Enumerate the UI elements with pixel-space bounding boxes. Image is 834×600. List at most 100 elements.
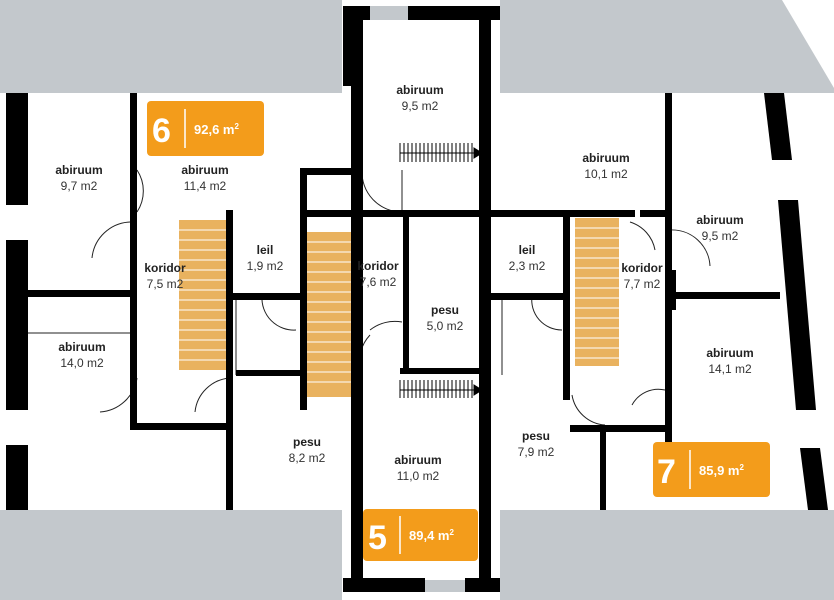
room-area: 14,0 m2 <box>60 356 104 370</box>
room-koridor-1: koridor 7,5 m2 <box>144 261 186 291</box>
unit-area: 92,6 m2 <box>194 122 239 137</box>
room-area: 7,9 m2 <box>518 445 555 459</box>
room-name: abiruum <box>55 163 102 177</box>
stairs <box>179 218 619 397</box>
wall-right-outer-bottom <box>800 448 828 510</box>
unit-badge-6: 6 92,6 m2 <box>147 101 264 156</box>
room-name: abiruum <box>58 340 105 354</box>
stair-arrow-upper <box>399 143 478 162</box>
room-abiruum-2: abiruum 11,4 m2 <box>181 163 228 193</box>
door-swing-13 <box>631 388 666 406</box>
unit-area-value: 89,4 m <box>409 528 449 543</box>
wall-right-inner-v2 <box>670 270 676 310</box>
wall-corridor-top <box>300 168 351 175</box>
room-pesu-1: pesu 5,0 m2 <box>427 303 464 333</box>
room-abiruum-8: abiruum 11,0 m2 <box>394 453 441 483</box>
room-area: 7,6 m2 <box>360 275 397 289</box>
room-area: 7,7 m2 <box>624 277 661 291</box>
door-swing-9 <box>531 295 563 331</box>
stair-arrows <box>399 143 483 398</box>
wall-right-h-mid <box>665 292 780 299</box>
room-pesu-2: pesu 8,2 m2 <box>289 435 326 465</box>
room-name: abiruum <box>696 213 743 227</box>
bottom-window-gap <box>425 578 465 592</box>
unit-area: 85,9 m2 <box>699 463 744 478</box>
door-swing-11 <box>669 229 711 267</box>
wall-left-inner-bottom <box>236 370 306 376</box>
wall-right-lower-h <box>570 425 670 432</box>
room-leil-2: leil 2,3 m2 <box>509 243 546 273</box>
wall-central-top-mid <box>408 6 500 20</box>
room-name: leil <box>519 243 536 257</box>
walls <box>6 6 828 592</box>
room-name: abiruum <box>396 83 443 97</box>
wall-left-room-sep <box>130 93 137 428</box>
stair-left-treads <box>179 229 226 361</box>
door-swing-10 <box>629 221 656 251</box>
door-swing-1 <box>136 169 144 213</box>
door-swing-4 <box>194 377 231 413</box>
unit-area: 89,4 m2 <box>409 528 454 543</box>
wall-left-inner-v <box>226 300 233 510</box>
unit-area-sup: 2 <box>449 528 454 537</box>
room-name: leil <box>257 243 274 257</box>
room-area: 7,5 m2 <box>147 277 184 291</box>
wall-right-h-upper <box>640 210 670 217</box>
room-area: 14,1 m2 <box>708 362 752 376</box>
wall-h-upper <box>300 210 635 217</box>
floor-right <box>489 93 820 510</box>
bottom-left-neighbor <box>0 510 342 600</box>
unit-badge-5: 5 89,4 m2 <box>363 509 478 561</box>
wall-left-bottom <box>6 445 28 510</box>
unit-number: 6 <box>152 112 171 150</box>
room-area: 11,4 m2 <box>184 179 227 193</box>
top-left-neighbor <box>0 0 342 93</box>
room-area: 9,7 m2 <box>61 179 98 193</box>
unit-number: 5 <box>368 519 387 557</box>
bottom-right-neighbor <box>500 510 834 600</box>
stair-left <box>179 220 226 370</box>
wall-left-h-mid <box>28 290 133 297</box>
room-name: pesu <box>431 303 459 317</box>
wall-pesu-left <box>403 215 409 373</box>
wall-leil-left <box>226 210 233 300</box>
floor-center <box>351 20 489 580</box>
top-window-gap <box>370 6 408 20</box>
wall-right-outer-mid <box>778 200 816 410</box>
door-swing-12 <box>571 394 606 426</box>
room-abiruum-6: abiruum 14,0 m2 <box>58 340 105 370</box>
room-abiruum-1: abiruum 9,7 m2 <box>55 163 102 193</box>
wall-right-room-v <box>665 93 672 488</box>
room-name: abiruum <box>394 453 441 467</box>
room-area: 9,5 m2 <box>702 229 739 243</box>
stair-arrow-upper-head <box>473 147 483 159</box>
stair-treads <box>179 227 619 383</box>
room-name: koridor <box>144 261 186 275</box>
door-swing-7 <box>369 320 403 331</box>
room-area: 10,1 m2 <box>584 167 628 181</box>
room-name: abiruum <box>181 163 228 177</box>
wall-central-bottom-right <box>465 578 500 592</box>
wall-right-leil-bottom <box>489 293 569 300</box>
room-name: abiruum <box>582 151 629 165</box>
door-swing-2 <box>91 221 131 259</box>
unit-area-sup: 2 <box>234 122 239 131</box>
wall-corridor-left <box>300 170 307 410</box>
room-koridor-3: koridor 7,7 m2 <box>621 261 663 291</box>
top-right-neighbor <box>500 0 834 93</box>
unit-area-value: 92,6 m <box>194 122 234 137</box>
wall-leil-bottom <box>226 293 301 300</box>
wall-central-left-full <box>351 20 363 578</box>
room-abiruum-7: abiruum 14,1 m2 <box>706 346 753 376</box>
floor-left <box>6 93 351 510</box>
room-area: 1,9 m2 <box>247 259 284 273</box>
room-labels: abiruum 9,7 m2 abiruum 11,4 m2 abiruum 9… <box>55 83 753 483</box>
wall-left-bottom-h <box>130 423 230 430</box>
room-area: 2,3 m2 <box>509 259 546 273</box>
unit-badge-bg <box>147 101 264 156</box>
wall-right-door-v <box>600 430 606 510</box>
wall-central-right-full <box>479 20 491 578</box>
room-pesu-3: pesu 7,9 m2 <box>518 429 555 459</box>
